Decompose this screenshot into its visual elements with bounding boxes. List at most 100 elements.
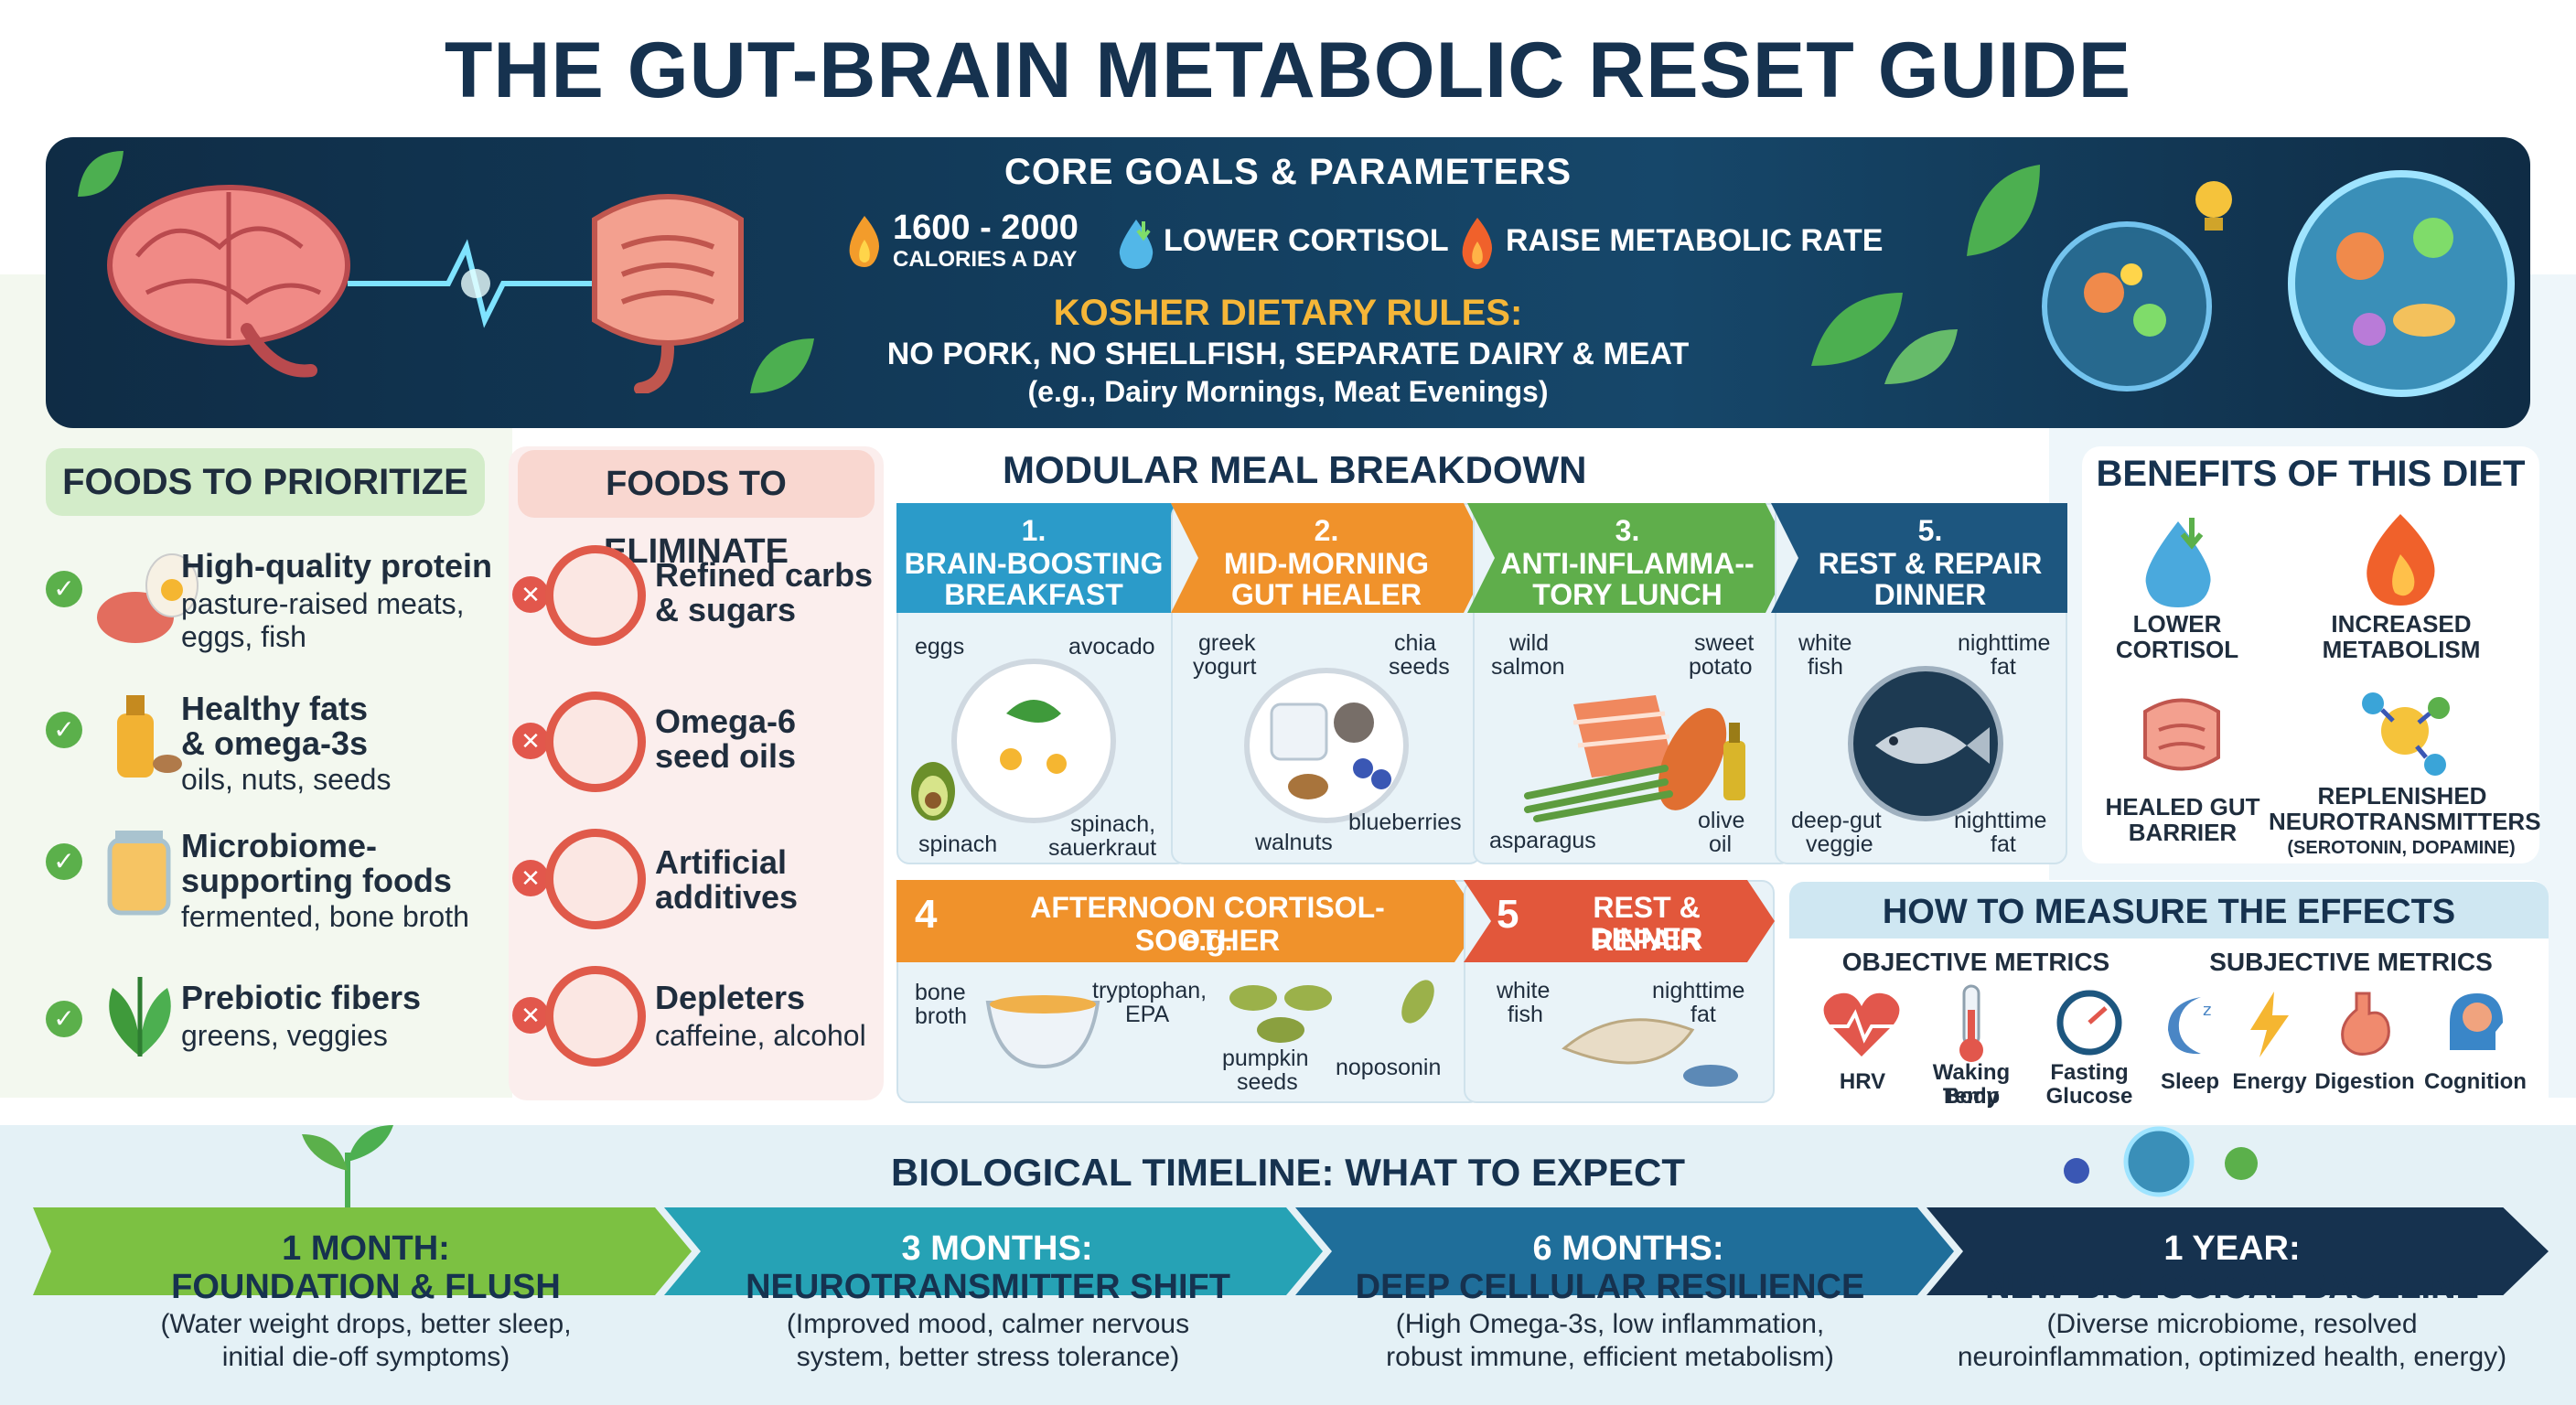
- meal-header-arrow: [896, 880, 1482, 962]
- check-icon: ✓: [46, 712, 82, 748]
- food-label: wild: [1509, 630, 1550, 656]
- food-label: noposonin: [1336, 1055, 1442, 1080]
- food-label: walnuts: [1255, 830, 1333, 855]
- kosher-title: KOSHER DIETARY RULES:: [1053, 293, 1523, 333]
- priority-item-sub: greens, veggies: [181, 1019, 388, 1052]
- flame-icon: [1462, 218, 1492, 269]
- gut-intestine-icon: [592, 194, 744, 393]
- food-label: veggie: [1806, 831, 1873, 857]
- benefit-label: NEUROTRANSMITTERS: [2269, 808, 2541, 835]
- timeline-heading-text: DEEP CELLULAR RESILIENCE: [1355, 1268, 1865, 1306]
- bone-broth-icon: [985, 995, 1100, 1069]
- food-label: fish: [1808, 654, 1843, 680]
- food-label: olive: [1698, 808, 1745, 833]
- timeline-heading: NEUROTRANSMITTER SHIFT: [659, 1268, 1317, 1307]
- x-icon: ✕: [512, 860, 549, 896]
- timeline-heading: FOUNDATION & FLUSH: [37, 1268, 695, 1307]
- benefits-title: BENEFITS OF THIS DIET: [2096, 454, 2526, 494]
- metric-label: Sleep: [2160, 1069, 2220, 1094]
- kosher-example: (e.g., Dairy Mornings, Meat Evenings): [1027, 375, 1549, 408]
- food-label: oil: [1709, 831, 1733, 857]
- meal-number: 1.: [1021, 514, 1046, 547]
- avocado-icon: [911, 762, 955, 820]
- sprout-icon: [302, 1125, 393, 1213]
- fish-icon: [1875, 727, 1990, 764]
- meal-title: DINNER: [1590, 922, 1703, 955]
- moon-sleep-icon: z: [2168, 997, 2211, 1055]
- meal-header-arrow: [896, 503, 1198, 613]
- meal-number: 5.: [1917, 514, 1943, 547]
- food-label: spinach,: [1070, 811, 1156, 837]
- microbiome-cell-icon: [2288, 170, 2515, 397]
- eggs-spinach-icon: [982, 700, 1084, 786]
- eliminate-item-label: Omega-6: [655, 702, 797, 740]
- check-icon: ✓: [46, 843, 82, 880]
- food-label: eggs: [915, 634, 965, 660]
- metric-label: Temp: [1942, 1084, 2001, 1109]
- timeline-heading-text: NEW BIOLOGICAL BASELINE: [1985, 1268, 2479, 1306]
- breakfast-plate-icon: [951, 659, 1116, 823]
- priority-item-label: Healthy fats: [181, 690, 369, 727]
- timeline-label-6-months: 6 MONTHS:: [1532, 1229, 1724, 1268]
- water-drop-icon: [1119, 220, 1154, 269]
- food-label: tryptophan,: [1092, 978, 1208, 1003]
- x-icon: ✕: [512, 576, 549, 613]
- meal-title: MID-MORNING: [1224, 547, 1429, 580]
- metric-label: HRV: [1839, 1069, 1886, 1094]
- priority-item-sub: oils, nuts, seeds: [181, 763, 392, 796]
- priority-item-sub: eggs, fish: [181, 620, 306, 653]
- meal-header-arrow: [1467, 503, 1793, 613]
- neurotransmitter-molecule-icon: [2362, 692, 2450, 776]
- meal-title: REST & REPAIR: [1592, 891, 1701, 957]
- timeline-title: BIOLOGICAL TIMELINE: WHAT TO EXPECT: [891, 1151, 1685, 1194]
- eliminate-item-label: Refined carbs: [655, 556, 874, 594]
- no-additives-icon: [545, 829, 646, 929]
- meal-title: ANTI-INFLAMMA--: [1500, 547, 1755, 580]
- nerve-pulse-icon: [348, 239, 622, 328]
- benefit-label: INCREASED: [2331, 610, 2472, 638]
- energy-bolt-icon: [2250, 992, 2289, 1057]
- white-fish-dish-icon: [1562, 1018, 1738, 1087]
- priority-item-label: High-quality protein: [181, 547, 492, 585]
- timeline-description: (Diverse microbiome, resolved: [2046, 1309, 2418, 1339]
- metric-label: Cognition: [2424, 1069, 2527, 1094]
- meal-title: BRAIN-BOOSTING: [904, 547, 1164, 580]
- eliminate-list: ✕ Refined carbs & sugars ✕ Omega-6 seed …: [512, 540, 887, 1089]
- yogurt-berries-icon: [1270, 702, 1391, 799]
- meal-title: REST & REPAIR: [1818, 547, 2043, 580]
- food-label: asparagus: [1489, 828, 1596, 853]
- glucose-gauge-icon: [2056, 990, 2122, 1056]
- food-label: sweet: [1694, 630, 1755, 656]
- eliminate-item-label: Artificial: [655, 843, 788, 881]
- food-label: spinach: [918, 831, 998, 857]
- food-label: yogurt: [1193, 654, 1257, 680]
- food-label: white: [1497, 978, 1551, 1003]
- svg-text:z: z: [2203, 1001, 2211, 1020]
- timeline-arrow: [33, 1207, 2549, 1295]
- food-label: seeds: [1237, 1069, 1298, 1095]
- gut-intestine-icon: [2143, 698, 2220, 771]
- flame-icon: [2367, 514, 2435, 606]
- leaf-icon: [750, 338, 814, 393]
- meal-title: GUT HEALER: [1231, 578, 1422, 611]
- no-alcohol-icon: [545, 966, 646, 1067]
- eliminate-item-sub: caffeine, alcohol: [655, 1019, 866, 1052]
- food-label: pumpkin: [1222, 1046, 1309, 1071]
- benefit-label: HEALED GUT: [2105, 793, 2260, 820]
- salmon-asparagus-icon: [1524, 695, 1727, 822]
- priority-item-label: Prebiotic fibers: [181, 979, 422, 1016]
- timeline-heading: DEEP CELLULAR RESILIENCE: [1281, 1268, 1939, 1307]
- meal-title: DINNER: [1873, 578, 1987, 611]
- thermometer-icon: [1959, 984, 1983, 1062]
- food-label: avocado: [1068, 634, 1155, 660]
- food-label: fat: [1991, 831, 2016, 857]
- food-label: seeds: [1389, 654, 1450, 680]
- measure-title: HOW TO MEASURE THE EFFECTS: [1882, 893, 2456, 931]
- meal-number: 5: [1497, 892, 1519, 937]
- benefit-label: CORTISOL: [2115, 636, 2239, 663]
- timeline-description: robust immune, efficient metabolism): [1386, 1342, 1834, 1372]
- metric-label: Fasting: [2050, 1060, 2129, 1085]
- microbe-cell-icon: [2042, 221, 2212, 391]
- objective-metrics-title: OBJECTIVE METRICS: [1841, 948, 2110, 976]
- timeline-heading-text: NEUROTRANSMITTER SHIFT: [746, 1268, 1230, 1306]
